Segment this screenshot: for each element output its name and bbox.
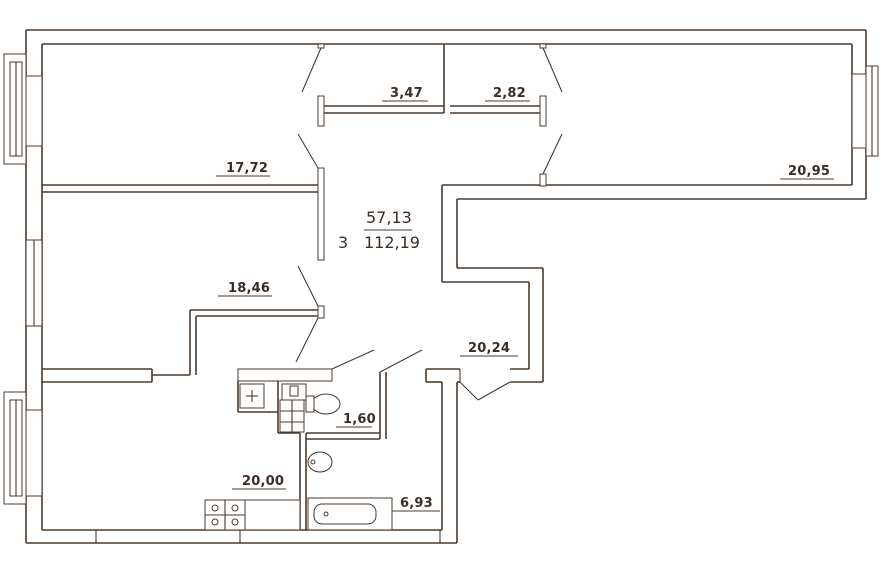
- fixtures: [204, 383, 393, 531]
- doors: [295, 47, 563, 373]
- room-area-hallway: 20,24: [468, 341, 510, 356]
- room-area-bedroom-top-left: 17,72: [226, 161, 268, 176]
- bathroom-sink-icon: [307, 451, 333, 473]
- outer-walls: [25, 29, 867, 544]
- room-area-bathroom: 6,93: [400, 496, 433, 511]
- windows: [3, 53, 879, 543]
- rooms-count: 3: [338, 233, 348, 252]
- living-area: 57,13: [366, 208, 412, 227]
- room-labels: 17,72 3,47 2,82 20,95 18,46 20,24 1,60 2…: [216, 86, 834, 512]
- entrance-door[interactable]: [459, 369, 511, 401]
- room-area-closet-left: 3,47: [390, 86, 423, 101]
- room-area-bedroom-top-right: 20,95: [788, 164, 830, 179]
- room-area-closet-right: 2,82: [493, 86, 526, 101]
- washing-machine-icon: [279, 399, 305, 433]
- room-area-wc: 1,60: [343, 412, 376, 427]
- apartment-summary: 3 57,13 112,19: [338, 208, 420, 252]
- room-area-bedroom-middle-left: 18,46: [228, 281, 270, 296]
- room-area-kitchen: 20,00: [242, 474, 284, 489]
- toilet-icon: [311, 393, 341, 415]
- total-area: 112,19: [364, 233, 420, 252]
- interior-walls: [42, 43, 547, 530]
